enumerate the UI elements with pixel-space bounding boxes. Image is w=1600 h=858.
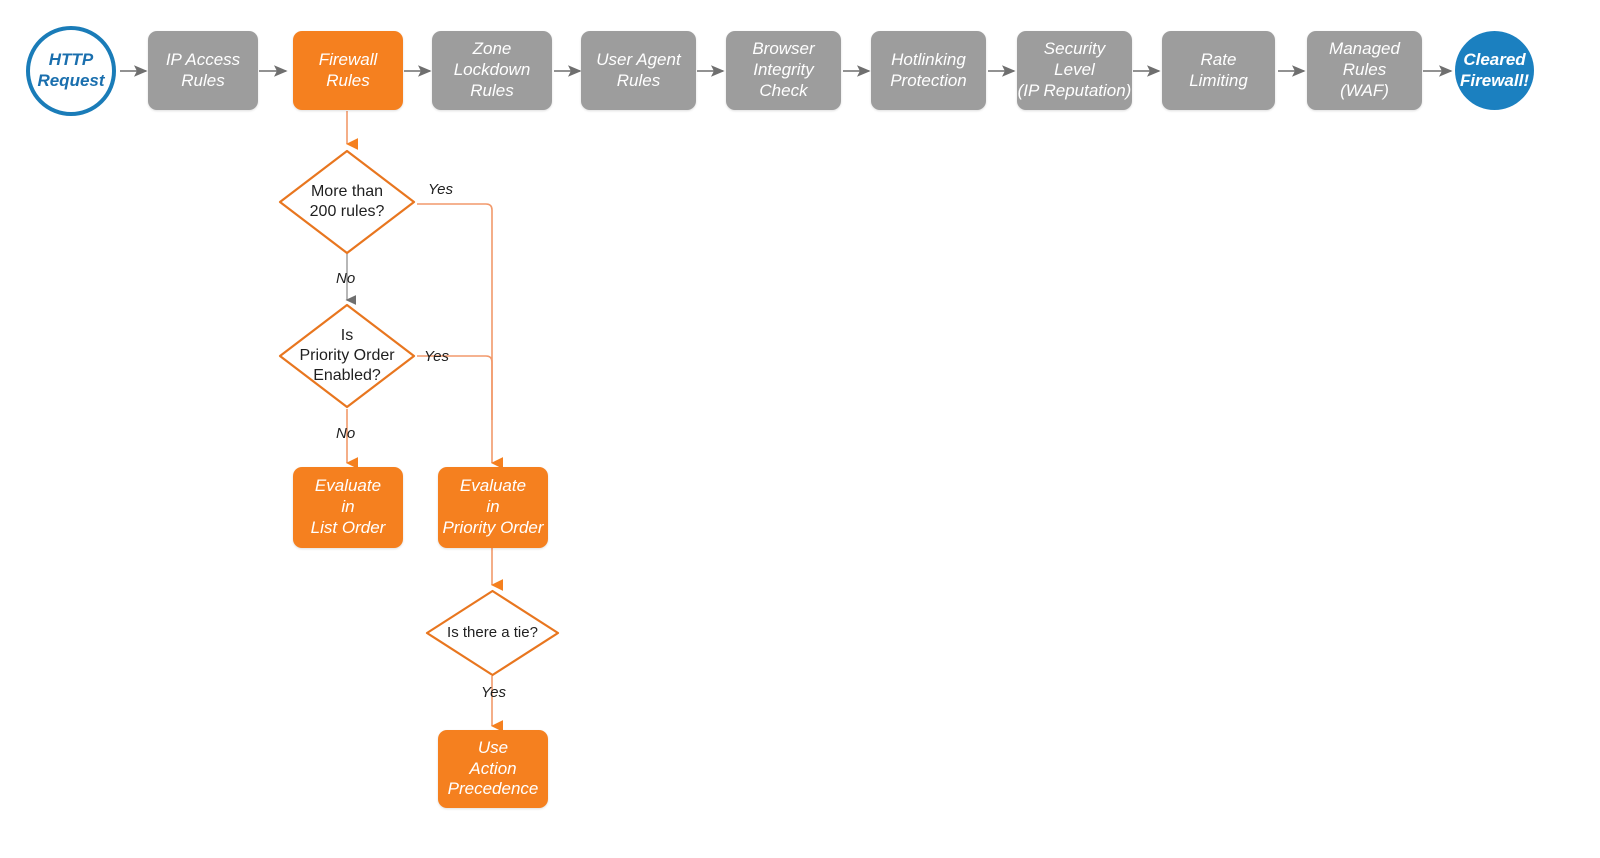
node-firewall-rules-label: Firewall Rules <box>318 49 378 90</box>
node-ip-access-rules[interactable]: IP Access Rules <box>148 31 258 110</box>
node-rate-limiting-label: Rate Limiting <box>1189 49 1248 90</box>
decision-is-there-a-tie[interactable]: Is there a tie? <box>424 588 561 678</box>
node-browser-integrity-check-label: Browser Integrity Check <box>752 39 815 100</box>
node-zone-lockdown-rules[interactable]: Zone Lockdown Rules <box>432 31 552 110</box>
node-hotlinking-protection[interactable]: Hotlinking Protection <box>871 31 986 110</box>
node-cleared-firewall-label: Cleared Firewall! <box>1460 49 1529 90</box>
node-evaluate-in-list-order-label: Evaluate in List Order <box>310 476 386 537</box>
node-firewall-rules[interactable]: Firewall Rules <box>293 31 403 110</box>
node-http-request[interactable]: HTTP Request <box>26 26 116 116</box>
node-browser-integrity-check[interactable]: Browser Integrity Check <box>726 31 841 110</box>
node-use-action-precedence-label: Use Action Precedence <box>447 737 539 799</box>
edge-label-priority-yes: Yes <box>424 348 450 365</box>
node-use-action-precedence[interactable]: Use Action Precedence <box>438 730 548 808</box>
node-rate-limiting[interactable]: Rate Limiting <box>1162 31 1275 110</box>
node-hotlinking-protection-label: Hotlinking Protection <box>890 49 967 90</box>
node-http-request-label: HTTP Request <box>37 50 105 90</box>
node-user-agent-rules-label: User Agent Rules <box>596 49 681 90</box>
node-evaluate-in-priority-order[interactable]: Evaluate in Priority Order <box>438 467 548 548</box>
node-user-agent-rules[interactable]: User Agent Rules <box>581 31 696 110</box>
node-managed-rules-waf[interactable]: Managed Rules (WAF) <box>1307 31 1422 110</box>
node-zone-lockdown-rules-label: Zone Lockdown Rules <box>453 39 531 100</box>
node-ip-access-rules-label: IP Access Rules <box>165 49 241 90</box>
wire-rules-yes-to-priority-order <box>417 203 503 469</box>
decision-more-than-200-rules[interactable]: More than 200 rules? <box>277 148 417 256</box>
node-evaluate-in-priority-order-label: Evaluate in Priority Order <box>442 476 544 537</box>
decision-is-there-a-tie-label: Is there a tie? <box>447 623 538 641</box>
node-security-level-label: Security Level (IP Reputation) <box>1017 39 1132 100</box>
edge-label-tie-yes: Yes <box>481 684 507 701</box>
node-evaluate-in-list-order[interactable]: Evaluate in List Order <box>293 467 403 548</box>
wire-priority-yes-to-priority-order <box>417 355 493 420</box>
node-cleared-firewall[interactable]: Cleared Firewall! <box>1455 31 1534 110</box>
diamond-shape <box>278 149 416 255</box>
diamond-shape <box>425 589 560 677</box>
edge-label-rules-no: No <box>336 270 356 287</box>
decision-is-priority-order-enabled[interactable]: Is Priority Order Enabled? <box>277 302 417 410</box>
decision-is-priority-order-enabled-label: Is Priority Order Enabled? <box>299 327 395 384</box>
node-security-level[interactable]: Security Level (IP Reputation) <box>1017 31 1132 110</box>
node-managed-rules-waf-label: Managed Rules (WAF) <box>1329 39 1400 100</box>
diamond-shape <box>278 303 416 409</box>
decision-more-than-200-rules-label: More than 200 rules? <box>309 183 385 220</box>
edge-label-rules-yes: Yes <box>428 181 454 198</box>
edge-label-priority-no: No <box>336 425 356 442</box>
